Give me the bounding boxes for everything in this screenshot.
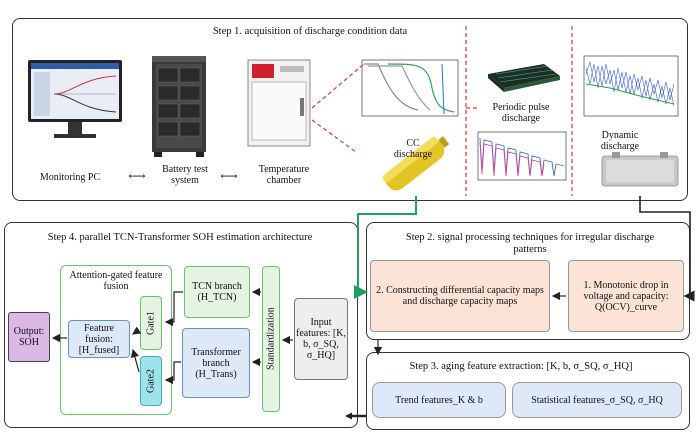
step3-title: Step 3. aging feature extraction: [K, b,…	[409, 361, 633, 372]
periodic-pulse-plot	[476, 130, 568, 186]
cc-discharge-label: CC discharge	[393, 138, 433, 160]
arrow-tcn-gate1	[164, 291, 183, 327]
trend-features-box: Trend features_K & b	[372, 382, 506, 418]
battery-test-image	[150, 54, 208, 158]
monitor-image	[26, 58, 124, 138]
arrow-pc-battery: ⟷	[128, 169, 146, 183]
monotonic-drop-box: 1. Monotonic drop in voltage and capacit…	[568, 260, 684, 332]
arrow-battery-chamber: ⟷	[220, 169, 238, 183]
transformer-branch-box: Transformer branch (H_Trans)	[182, 328, 250, 398]
pouch-cell-image	[600, 150, 682, 190]
differential-maps-box: 2. Constructing differential capacity ma…	[370, 260, 550, 332]
step1-panel	[12, 18, 688, 201]
red-dashed-guides	[311, 26, 573, 196]
periodic-pulse-label: Periodic pulse discharge	[492, 102, 550, 124]
cc-discharge-plot	[358, 58, 460, 122]
statistical-features-box: Statistical features_σ_SQ, σ_HQ	[512, 382, 682, 418]
monitoring-pc-label: Monitoring PC	[39, 172, 101, 183]
step2-title: Step 2. signal processing techniques for…	[405, 232, 655, 255]
arrow-gate2-fusion	[130, 348, 140, 373]
dynamic-discharge-plot	[580, 54, 680, 120]
step4-title: Step 4. parallel TCN-Transformer SOH est…	[47, 232, 313, 243]
green-arrow-cc	[354, 196, 417, 299]
battery-pack-image	[482, 60, 562, 94]
black-arrow-dynamic	[639, 196, 691, 297]
feature-fusion-box: Feature fusion: [H_fused]	[68, 320, 130, 358]
dynamic-discharge-label: Dynamic discharge	[600, 130, 640, 152]
temperature-chamber-image	[246, 58, 312, 150]
input-features-box: Input features: [K, b, σ_SQ, σ_HQ]	[294, 298, 348, 380]
battery-test-label: Battery test system	[162, 164, 208, 186]
attention-fusion-label: Attention-gated feature fusion	[69, 270, 163, 292]
arrow-trans-gate2	[164, 361, 181, 385]
output-soh-box: Output: SOH	[8, 312, 50, 362]
tcn-branch-box: TCN branch (H_TCN)	[184, 266, 250, 318]
arrow-gate1-fusion	[132, 326, 142, 335]
battery-cell-image	[374, 134, 460, 192]
step1-title: Step 1. acquisition of discharge conditi…	[212, 26, 408, 37]
temperature-chamber-label: Temperature chamber	[258, 164, 310, 186]
